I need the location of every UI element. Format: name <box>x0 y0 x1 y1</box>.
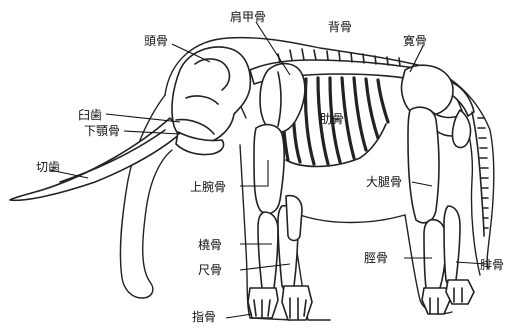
scapula <box>260 64 305 133</box>
label-skull: 頭骨 <box>144 34 168 48</box>
label-ulna: 尺骨 <box>198 263 222 277</box>
label-tibia: 脛骨 <box>364 251 388 265</box>
front-legs <box>248 125 312 320</box>
tail <box>472 112 488 236</box>
label-pelvis: 寛骨 <box>403 34 427 48</box>
skull <box>172 47 250 155</box>
label-incisor: 切歯 <box>36 160 60 174</box>
label-mandible: 下顎骨 <box>84 124 120 138</box>
label-femur: 大腿骨 <box>366 175 402 189</box>
label-phalanges: 指骨 <box>192 310 216 324</box>
label-ribs: 肋骨 <box>320 112 344 126</box>
hind-legs <box>408 107 474 314</box>
label-humerus: 上腕骨 <box>190 180 226 194</box>
label-fibula: 腓骨 <box>480 258 504 272</box>
label-spine: 背骨 <box>328 20 352 34</box>
label-molar: 臼歯 <box>78 108 102 122</box>
label-scapula: 肩甲骨 <box>230 10 266 24</box>
label-radius: 橈骨 <box>198 238 222 252</box>
